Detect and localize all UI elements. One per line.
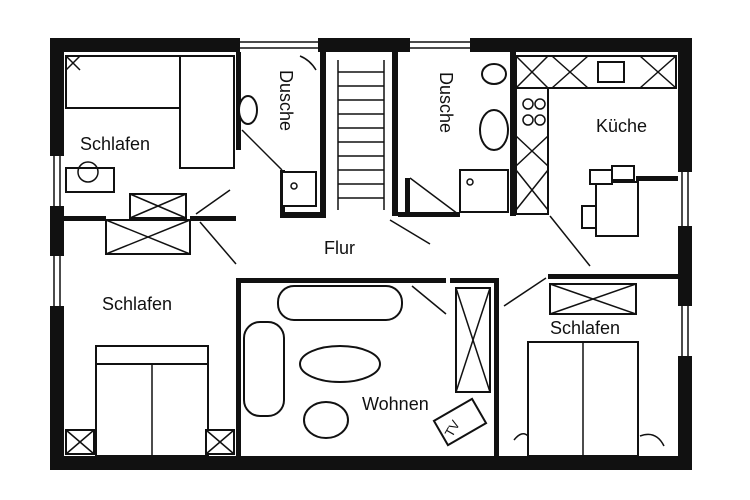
windows <box>53 41 689 356</box>
room-label-flur: Flur <box>324 238 355 258</box>
interior-walls <box>64 52 678 470</box>
kitchen-fixtures <box>515 55 677 267</box>
room-label-kueche: Küche <box>596 116 647 136</box>
bedroom-top-left-furniture <box>65 55 235 255</box>
room-label-dusche-right: Dusche <box>436 72 456 133</box>
bathroom-right-fixtures <box>409 63 509 215</box>
room-label-wohnen: Wohnen <box>362 394 429 414</box>
bathroom-left-fixtures <box>238 55 317 207</box>
living-room-furniture <box>243 285 491 447</box>
room-label-schlafen-right: Schlafen <box>550 318 620 338</box>
room-label-dusche-left: Dusche <box>276 70 296 131</box>
outer-walls <box>50 38 692 470</box>
bedroom-mid-left-furniture <box>65 345 235 457</box>
room-label-schlafen-top-left: Schlafen <box>80 134 150 154</box>
tv-label: TV <box>442 417 463 439</box>
hallway-door-swings <box>199 219 547 315</box>
room-label-schlafen-mid-left: Schlafen <box>102 294 172 314</box>
staircase <box>337 60 385 210</box>
bedroom-right-furniture <box>513 283 665 457</box>
